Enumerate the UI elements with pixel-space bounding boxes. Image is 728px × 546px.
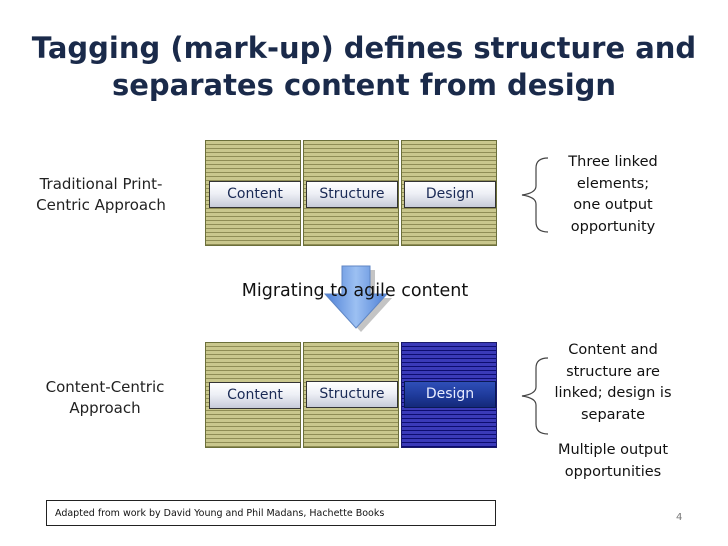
content-centric-note-line: structure are — [566, 363, 660, 380]
page-number: 4 — [676, 512, 683, 523]
traditional-content-chip: Content — [209, 181, 301, 208]
centric-content-chip: Content — [209, 382, 301, 409]
content-centric-note: Content and structure are linked; design… — [545, 340, 681, 426]
traditional-note-line: one output — [573, 197, 653, 213]
slide-title: Tagging (mark-up) defines structure and … — [20, 30, 708, 104]
content-centric-label: Content-Centric Approach — [30, 377, 180, 419]
title-line-2: separates content from design — [111, 68, 617, 102]
traditional-note: Three linked elements; one output opport… — [548, 152, 678, 238]
multiple-output-note: Multiple output opportunities — [545, 440, 681, 483]
credit-box: Adapted from work by David Young and Phi… — [46, 500, 496, 526]
traditional-structure-chip: Structure — [306, 181, 398, 208]
traditional-note-line: opportunity — [570, 218, 656, 235]
centric-design-chip: Design — [404, 381, 496, 408]
traditional-label: Traditional Print- Centric Approach — [26, 174, 176, 216]
title-line-1: Tagging (mark-up) defines structure and — [31, 31, 697, 65]
content-centric-label-line-2: Approach — [69, 399, 141, 417]
content-centric-label-line-1: Content-Centric — [45, 378, 165, 396]
content-centric-note-line: separate — [580, 406, 646, 423]
migration-label: Migrating to agile content — [241, 281, 469, 301]
multiple-output-note-line: opportunities — [564, 463, 662, 480]
traditional-note-line: Three linked — [568, 154, 658, 170]
content-centric-note-line: linked; design is — [554, 385, 672, 401]
traditional-brace-icon — [521, 157, 549, 233]
traditional-design-chip: Design — [404, 181, 496, 208]
traditional-label-line-1: Traditional Print- — [39, 175, 163, 193]
content-centric-note-line: Content and — [568, 342, 658, 358]
multiple-output-note-line: Multiple output — [557, 442, 669, 458]
content-centric-brace-icon — [521, 357, 549, 435]
migration-arrow-icon — [323, 265, 392, 332]
centric-structure-chip: Structure — [306, 381, 398, 408]
traditional-label-line-2: Centric Approach — [36, 196, 166, 214]
traditional-note-line: elements; — [576, 175, 650, 192]
